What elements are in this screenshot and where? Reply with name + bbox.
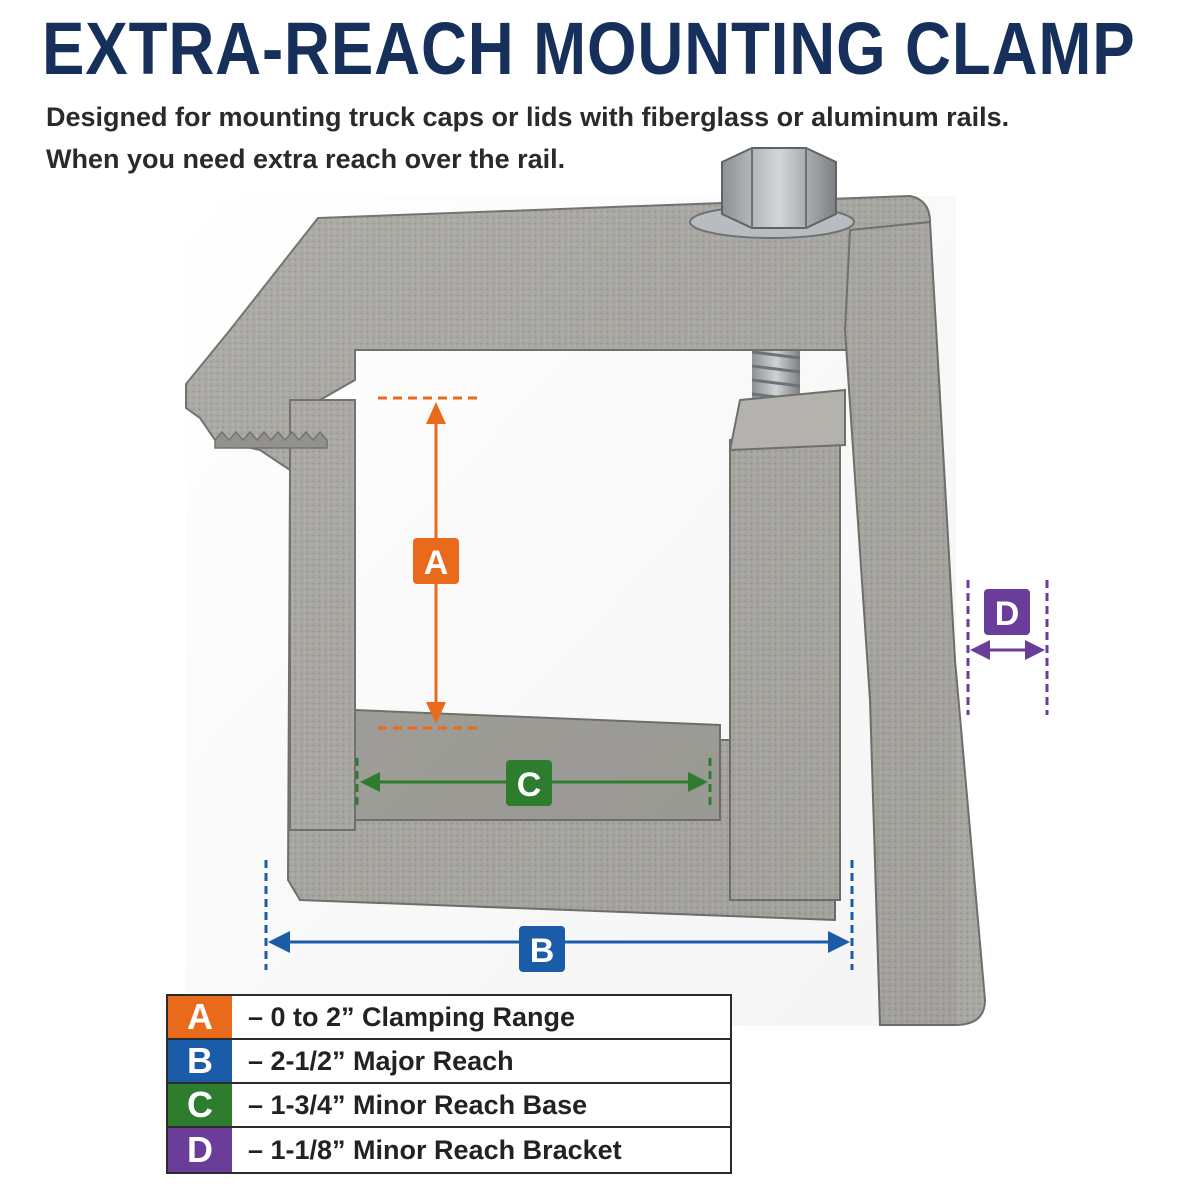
- page-title: EXTRA-REACH MOUNTING CLAMP: [42, 7, 1136, 90]
- dimension-a: A: [378, 396, 480, 730]
- legend-key-d: D: [168, 1128, 232, 1172]
- legend-text-c: – 1-3/4” Minor Reach Base: [248, 1089, 588, 1120]
- legend-text-b: – 2-1/2” Major Reach: [248, 1045, 514, 1076]
- subtitle-line-2: When you need extra reach over the rail.: [46, 144, 566, 174]
- badge-c-label: C: [517, 766, 542, 804]
- badge-b: [519, 926, 565, 972]
- badge-a-label: A: [424, 544, 449, 582]
- dimension-d: D: [966, 580, 1049, 715]
- hex-bolt-head: [689, 147, 855, 239]
- badge-d-label: D: [995, 595, 1020, 633]
- badge-b-label: B: [530, 932, 555, 970]
- dimension-c: C: [355, 758, 712, 806]
- clamp-body: [185, 194, 987, 1026]
- dimension-legend: A – 0 to 2” Clamping Range B – 2-1/2” Ma…: [166, 994, 732, 1174]
- legend-row-a: A – 0 to 2” Clamping Range: [168, 996, 730, 1040]
- badge-d: [984, 589, 1030, 635]
- dimension-b: B: [264, 860, 854, 972]
- badge-a: [413, 538, 459, 584]
- legend-row-d: D – 1-1/8” Minor Reach Bracket: [168, 1128, 730, 1172]
- legend-key-c: C: [168, 1084, 232, 1126]
- legend-key-a: A: [168, 996, 232, 1038]
- legend-text-a: – 0 to 2” Clamping Range: [248, 1001, 576, 1032]
- legend-row-c: C – 1-3/4” Minor Reach Base: [168, 1084, 730, 1128]
- subtitle-line-1: Designed for mounting truck caps or lids…: [46, 102, 1010, 132]
- legend-row-b: B – 2-1/2” Major Reach: [168, 1040, 730, 1084]
- legend-key-b: B: [168, 1040, 232, 1082]
- legend-text-d: – 1-1/8” Minor Reach Bracket: [248, 1134, 622, 1165]
- badge-c: [506, 760, 552, 806]
